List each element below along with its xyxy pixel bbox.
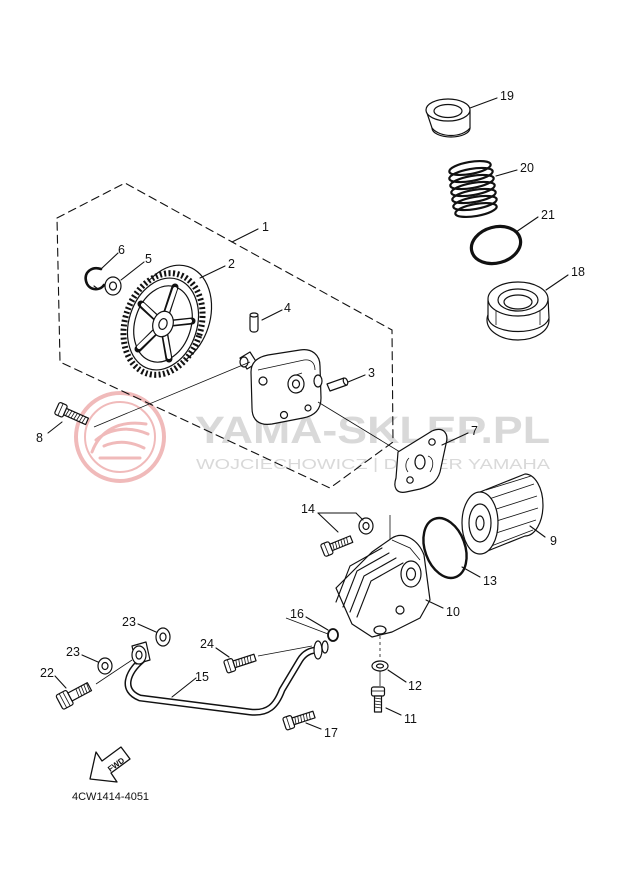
callout-22: 22 — [40, 666, 54, 680]
callout-6: 6 — [118, 243, 125, 257]
callout-2: 2 — [228, 257, 235, 271]
o-ring-part-13 — [422, 516, 468, 580]
oil-filter-part-9 — [461, 473, 544, 555]
callout-17: 17 — [324, 726, 338, 740]
pin-part-4 — [249, 312, 259, 333]
washer-part-14 — [358, 517, 374, 535]
screw-axis-line — [93, 361, 251, 428]
oil-seal-part-19 — [425, 98, 471, 138]
callout-18: 18 — [571, 265, 585, 279]
callout-14: 14 — [301, 502, 315, 516]
washer-part-12 — [371, 660, 389, 672]
banjo-axis-line — [95, 659, 133, 685]
o-ring-part-21 — [469, 224, 523, 266]
callout-9: 9 — [550, 534, 557, 548]
callout-16: 16 — [290, 607, 304, 621]
callout-5: 5 — [145, 252, 152, 266]
spring-part-20 — [448, 159, 498, 219]
callout-19: 19 — [500, 89, 514, 103]
screw-part-8 — [54, 402, 90, 426]
watermark-brand: YAMA-SKLEP.PL — [195, 410, 550, 452]
gear-part-2 — [120, 264, 213, 378]
bolt-part-24 — [223, 653, 257, 674]
circlip-part-6 — [84, 266, 106, 291]
callout-23-lower: 23 — [66, 645, 80, 659]
pipe-union-line — [285, 617, 329, 635]
filter-housing-part-10 — [335, 534, 431, 638]
strainer-cap-part-18 — [486, 281, 550, 341]
callout-12: 12 — [408, 679, 422, 693]
callout-1: 1 — [262, 220, 269, 234]
washer-part-23-lower — [97, 657, 113, 675]
forward-arrow-icon: FWD — [89, 746, 131, 783]
callout-13: 13 — [483, 574, 497, 588]
callout-8: 8 — [36, 431, 43, 445]
banjo-bolt-part-22 — [55, 682, 93, 710]
drain-bolt-part-11 — [370, 686, 386, 713]
callout-15: 15 — [195, 670, 209, 684]
washer-part-5 — [104, 276, 122, 296]
bolt-part-17 — [282, 710, 316, 731]
callout-7: 7 — [471, 424, 478, 438]
callout-11: 11 — [404, 712, 417, 726]
bolt-24-axis-line — [257, 645, 313, 657]
callout-20: 20 — [520, 161, 534, 175]
callout-4: 4 — [284, 301, 291, 315]
leader-lines — [47, 97, 569, 730]
callout-24: 24 — [200, 637, 214, 651]
watermark-tagline: WOJCIECHOWICZ | DEALER YAMAHA — [196, 456, 550, 473]
callout-23-upper: 23 — [122, 615, 136, 629]
gasket-part-7 — [394, 428, 448, 493]
watermark-logo — [74, 391, 166, 483]
pin-part-3 — [326, 377, 349, 392]
oil-pump-body-part-1 — [239, 349, 323, 425]
diagram-code: 4CW1414-4051 — [72, 791, 149, 803]
bolt-part-14 — [320, 535, 354, 557]
gasket-axis-line — [317, 401, 401, 453]
callout-10: 10 — [446, 605, 460, 619]
washer-part-23-upper — [155, 627, 171, 647]
callout-3: 3 — [368, 366, 375, 380]
callout-21: 21 — [541, 208, 555, 222]
oil-pipe-part-15 — [124, 640, 329, 716]
o-ring-part-16 — [327, 628, 339, 642]
